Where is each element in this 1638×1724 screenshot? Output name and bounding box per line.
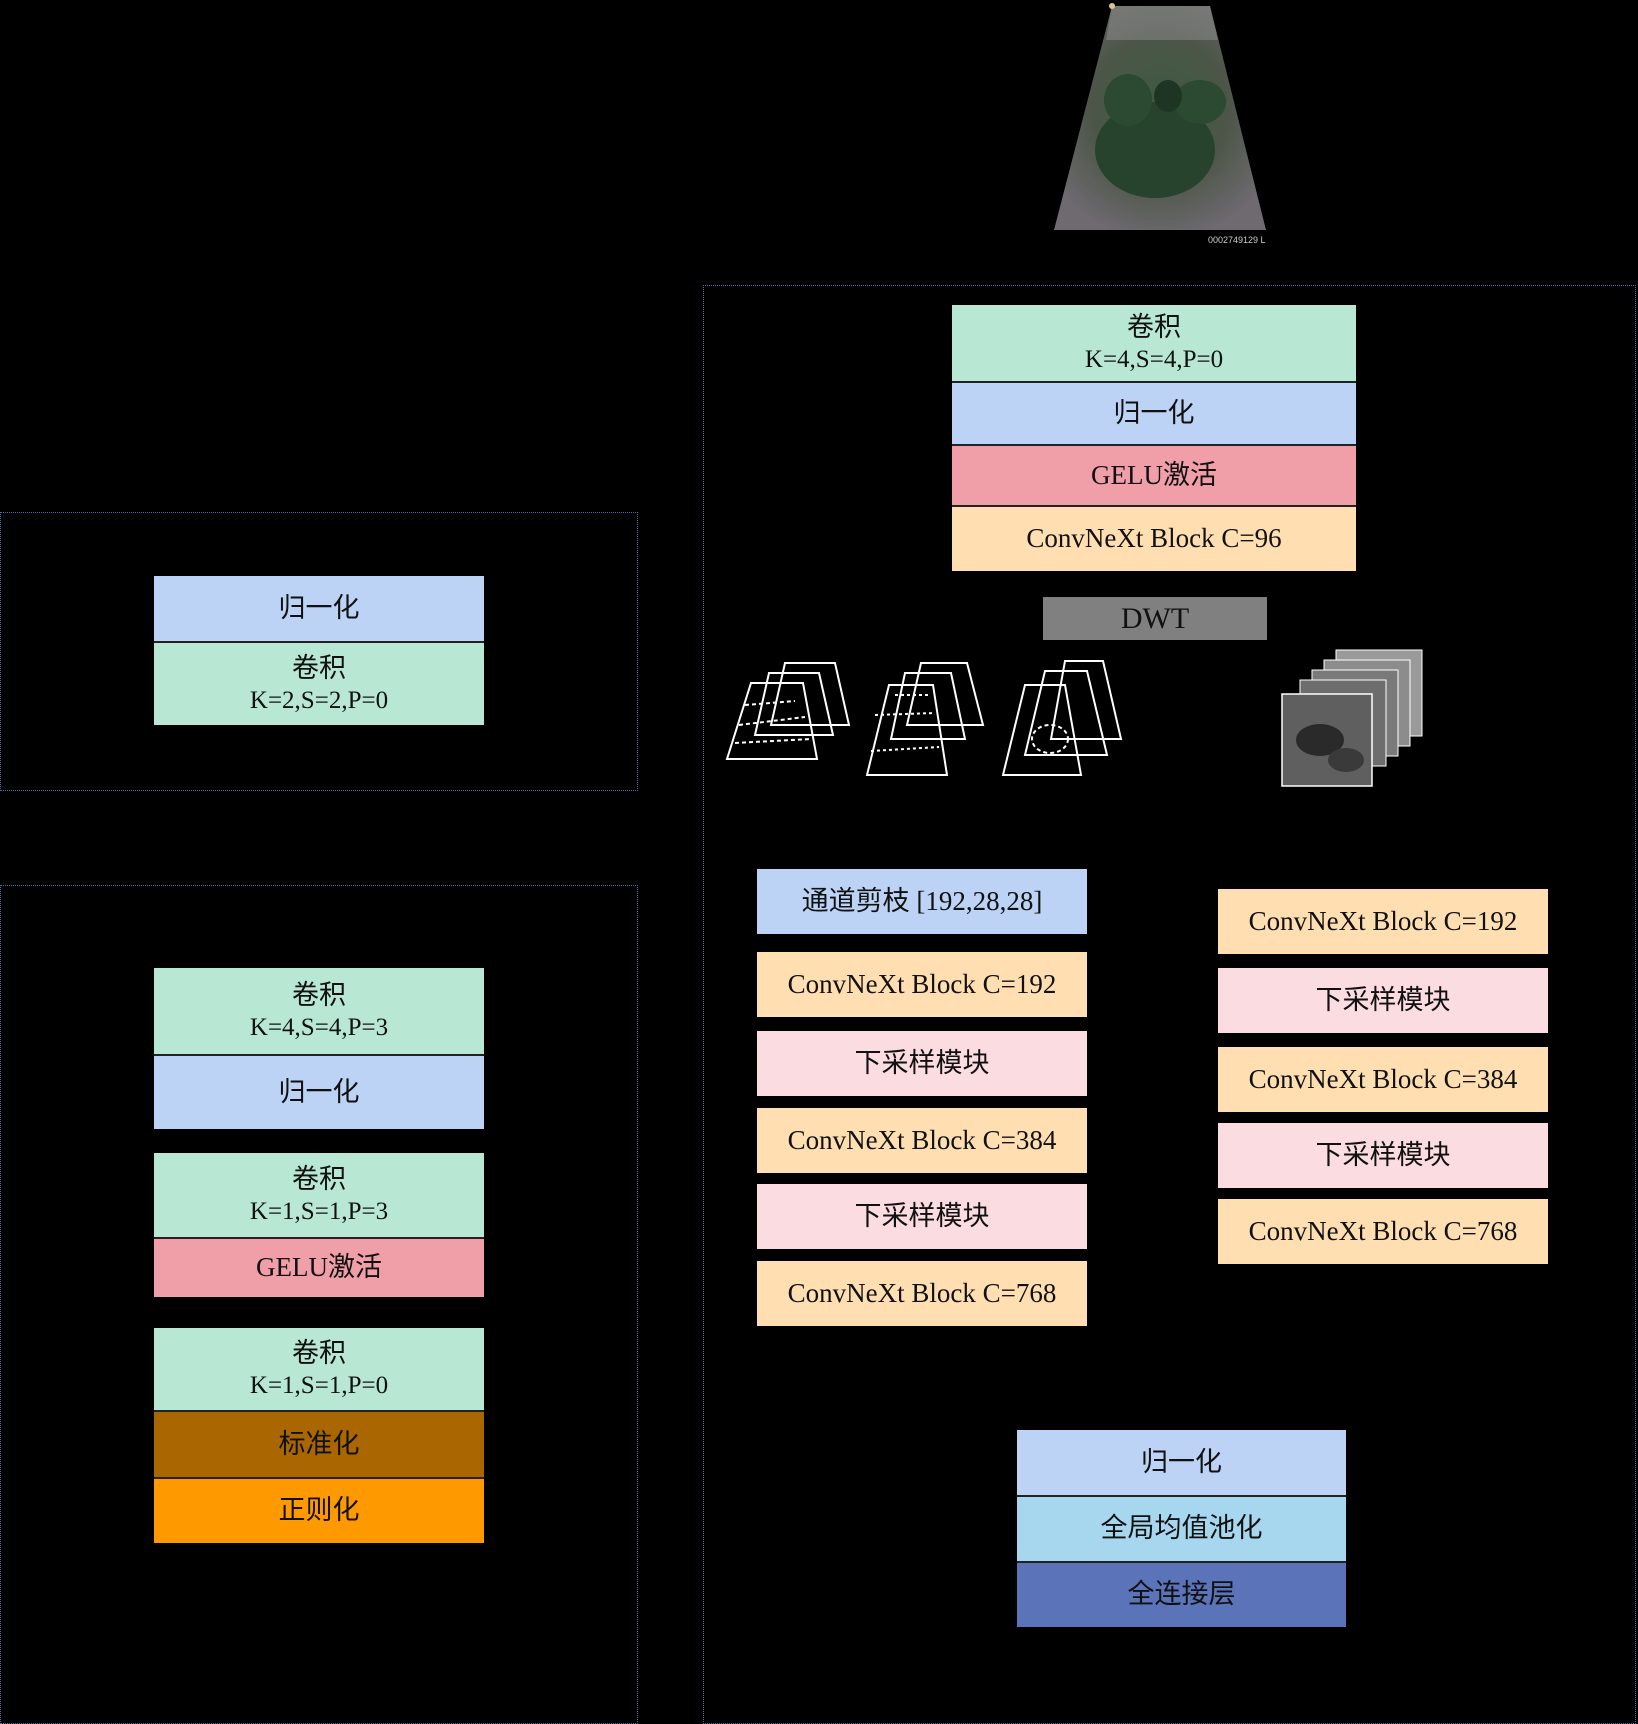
stem-conv-params: K=4,S=4,P=0: [1084, 346, 1224, 374]
pp-standardize-label: 标准化: [278, 1428, 360, 1459]
head-norm-label: 归一化: [1141, 1446, 1222, 1477]
ds-conv-block: 卷积 K=2,S=2,P=0: [154, 641, 484, 725]
fully-connected-block: 全连接层: [1017, 1561, 1346, 1627]
pp-conv2-params: K=1,S=1,P=3: [249, 1198, 389, 1226]
pp-standardize-block: 标准化: [154, 1410, 484, 1477]
left-downsample-1: 下采样模块: [757, 1031, 1087, 1096]
dwt-label: DWT: [1120, 601, 1190, 635]
fully-connected-label: 全连接层: [1127, 1579, 1236, 1610]
ds-conv-params: K=2,S=2,P=0: [249, 687, 389, 715]
right-convnext-384-label: ConvNeXt Block C=384: [1248, 1063, 1518, 1094]
global-avg-pool-block: 全局均值池化: [1017, 1495, 1346, 1561]
left-convnext-384-label: ConvNeXt Block C=384: [787, 1124, 1057, 1155]
pp-norm-block: 归一化: [154, 1054, 484, 1129]
right-convnext-384: ConvNeXt Block C=384: [1218, 1047, 1548, 1112]
pp-gelu-block: GELU激活: [154, 1237, 484, 1297]
left-downsample-2-label: 下采样模块: [854, 1200, 990, 1231]
pp-conv3-title: 卷积: [292, 1337, 346, 1368]
head-norm-block: 归一化: [1017, 1430, 1346, 1495]
right-downsample-2-label: 下采样模块: [1315, 1139, 1451, 1170]
stem-norm-label: 归一化: [1113, 397, 1195, 428]
ds-norm-block: 归一化: [154, 576, 484, 641]
subband-stack-1: [725, 662, 851, 760]
pp-conv3-params: K=1,S=1,P=0: [249, 1372, 389, 1400]
channel-pruning-block: 通道剪枝 [192,28,28]: [757, 869, 1087, 934]
left-convnext-384: ConvNeXt Block C=384: [757, 1108, 1087, 1173]
stem-convnext-label: ConvNeXt Block C=96: [1026, 523, 1282, 554]
downsample-module-frame: [0, 512, 638, 791]
stem-norm-block: 归一化: [952, 381, 1356, 444]
stem-conv-title: 卷积: [1127, 311, 1181, 342]
left-downsample-1-label: 下采样模块: [854, 1047, 990, 1078]
subband-stack-3: [1001, 660, 1123, 776]
pp-conv2-title: 卷积: [292, 1163, 346, 1194]
pp-conv2-block: 卷积 K=1,S=1,P=3: [154, 1153, 484, 1237]
left-convnext-192: ConvNeXt Block C=192: [757, 952, 1087, 1017]
right-convnext-768: ConvNeXt Block C=768: [1218, 1199, 1548, 1264]
right-convnext-768-label: ConvNeXt Block C=768: [1248, 1215, 1518, 1246]
pp-conv1-params: K=4,S=4,P=3: [249, 1014, 389, 1042]
right-convnext-192: ConvNeXt Block C=192: [1218, 889, 1548, 954]
subband-stack-2: [865, 662, 985, 776]
pp-regularize-label: 正则化: [278, 1495, 360, 1526]
dwt-highfreq-subbands: [725, 660, 1123, 776]
ultrasound-caption: 0002749129 L: [1208, 235, 1266, 245]
pp-conv1-title: 卷积: [292, 979, 346, 1010]
pp-norm-label: 归一化: [278, 1076, 360, 1107]
pp-regularize-block: 正则化: [154, 1477, 484, 1543]
right-downsample-1: 下采样模块: [1218, 968, 1548, 1033]
stem-convnext-block: ConvNeXt Block C=96: [952, 505, 1356, 571]
ds-conv-title: 卷积: [292, 652, 346, 683]
pp-gelu-label: GELU激活: [256, 1252, 382, 1283]
stem-gelu-label: GELU激活: [1091, 459, 1217, 490]
ds-norm-label: 归一化: [278, 592, 360, 623]
dwt-lowfreq-stack: [1281, 649, 1423, 787]
right-downsample-1-label: 下采样模块: [1315, 984, 1451, 1015]
dwt-block: DWT: [1043, 597, 1267, 640]
ultrasound-image: 0002749129 L: [1054, 3, 1266, 245]
right-convnext-192-label: ConvNeXt Block C=192: [1248, 905, 1518, 936]
channel-pruning-label: 通道剪枝 [192,28,28]: [801, 885, 1043, 916]
left-convnext-768: ConvNeXt Block C=768: [757, 1261, 1087, 1326]
left-convnext-192-label: ConvNeXt Block C=192: [787, 968, 1057, 999]
global-avg-pool-label: 全局均值池化: [1100, 1513, 1263, 1544]
pp-conv3-block: 卷积 K=1,S=1,P=0: [154, 1328, 484, 1410]
stem-gelu-block: GELU激活: [952, 444, 1356, 505]
right-downsample-2: 下采样模块: [1218, 1123, 1548, 1188]
pp-conv1-block: 卷积 K=4,S=4,P=3: [154, 968, 484, 1054]
left-downsample-2: 下采样模块: [757, 1184, 1087, 1249]
stem-conv-block: 卷积 K=4,S=4,P=0: [952, 305, 1356, 381]
left-convnext-768-label: ConvNeXt Block C=768: [787, 1277, 1057, 1308]
